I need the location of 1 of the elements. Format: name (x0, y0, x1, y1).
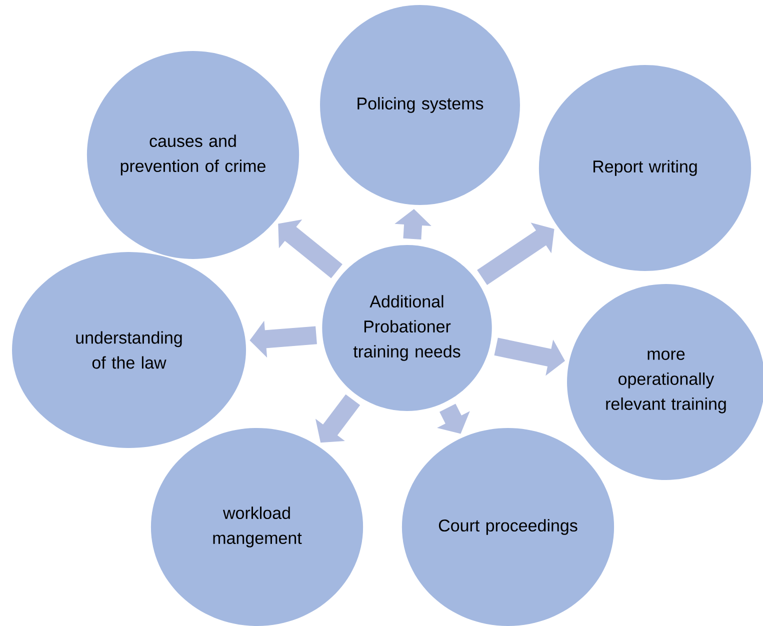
block-arrow (477, 222, 554, 285)
